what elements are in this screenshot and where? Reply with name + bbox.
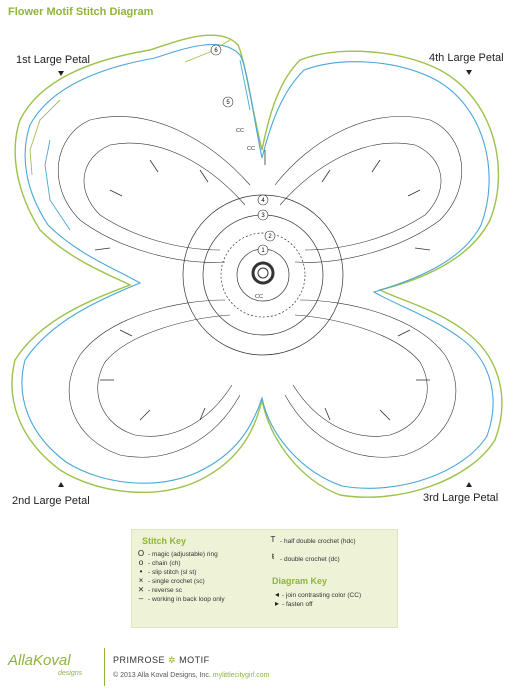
dc-icon: ŧ <box>271 552 275 561</box>
petal-label-2: 2nd Large Petal <box>12 495 90 507</box>
copyright-text: © 2013 Alla Koval Designs, Inc. <box>113 672 211 679</box>
cc-label: CC <box>247 146 255 152</box>
footer-title: PRIMROSE ✲ MOTIF <box>113 655 210 666</box>
key-hdc: - half double crochet (hdc) <box>280 538 356 545</box>
round-markers: 6 5 4 3 2 1 <box>210 44 276 256</box>
flower-stitch-diagram: 6 5 4 3 2 1 CC CC CC <box>11 34 503 498</box>
round-marker-3: 3 <box>261 213 265 219</box>
magic-ring-icon: O <box>137 549 145 558</box>
petal-1 <box>57 116 251 263</box>
arrow-down-icon <box>58 71 64 76</box>
key-slip-stitch: - slip stitch (sl st) <box>148 569 197 576</box>
petal-label-1: 1st Large Petal <box>16 54 90 66</box>
join-cc-icon: ◂ <box>274 590 279 599</box>
petal-label-4: 4th Large Petal <box>429 52 504 64</box>
cc-label: CC <box>255 294 263 300</box>
stitch-ticks <box>94 150 431 421</box>
arrow-up-icon <box>466 482 472 487</box>
star-icon: ✲ <box>168 655 177 665</box>
single-crochet-icon: × <box>138 576 144 585</box>
cc-labels: CC CC CC <box>236 128 263 300</box>
reverse-sc-icon: ⨯ <box>137 585 145 594</box>
footer-copyright: © 2013 Alla Koval Designs, Inc. mylittle… <box>113 672 270 679</box>
petal-label-3: 3rd Large Petal <box>423 492 499 504</box>
cc-label: CC <box>236 128 244 134</box>
key-join-cc: - join contrasting color (CC) <box>282 592 362 599</box>
key-reverse-sc: - reverse sc <box>148 587 182 594</box>
outer-outline-blue <box>21 43 494 489</box>
footer-title-b: MOTIF <box>179 655 210 665</box>
hdc-icon: T <box>270 535 276 544</box>
key-magic-ring: - magic (adjustable) ring <box>148 551 218 558</box>
key-dc: - double crochet (dc) <box>280 556 340 563</box>
magic-ring-icon <box>251 261 275 285</box>
round-marker-4: 4 <box>261 198 265 204</box>
arrow-down-icon <box>466 70 472 75</box>
green-edging <box>29 39 231 176</box>
back-loop-icon: – <box>138 594 144 603</box>
round-marker-5: 5 <box>226 100 230 106</box>
stitch-key-title: Stitch Key <box>142 536 187 546</box>
petal-2 <box>68 299 241 458</box>
chain-icon: o <box>138 558 144 567</box>
footer-title-a: PRIMROSE <box>113 655 166 665</box>
round-marker-1: 1 <box>261 248 265 254</box>
diagram-title: Flower Motif Stitch Diagram <box>8 6 154 18</box>
petal-4 <box>274 116 463 263</box>
magic-ring-inner <box>257 267 269 279</box>
petal-3 <box>284 299 457 458</box>
key-chain: - chain (ch) <box>148 560 181 567</box>
key-back-loop: - working in back loop only <box>148 596 225 603</box>
outer-outline-green <box>11 34 503 498</box>
key-single-crochet: - single crochet (sc) <box>148 578 205 585</box>
footer-divider <box>104 648 105 686</box>
round-marker-6: 6 <box>214 48 218 54</box>
key-fasten-off: - fasten off <box>282 601 313 608</box>
fasten-off-icon: ▸ <box>274 599 279 608</box>
diagram-key-title: Diagram Key <box>272 576 328 586</box>
brand-logo: AllaKoval <box>8 652 71 669</box>
brand-logo-sub: designs <box>58 670 83 677</box>
arrow-up-icon <box>58 482 64 487</box>
blue-edging <box>44 59 251 231</box>
legend-box: Stitch Key O - magic (adjustable) ring o… <box>131 529 398 628</box>
website-link[interactable]: mylittlecitygirl.com <box>212 672 270 679</box>
round-marker-2: 2 <box>268 234 272 240</box>
slip-stitch-icon: • <box>139 567 143 576</box>
